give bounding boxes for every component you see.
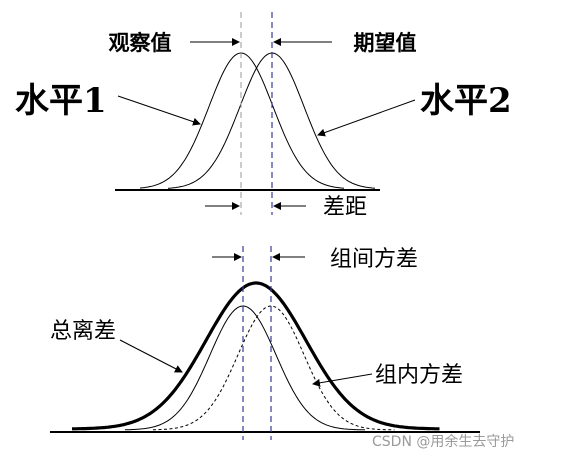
bottom-panel: 组间方差 总离差 组内方差 xyxy=(50,246,480,440)
between-group-label: 组间方差 xyxy=(330,247,418,272)
watermark: CSDN @用余生去守护 xyxy=(372,433,514,450)
within-group-curve-solid xyxy=(125,305,366,431)
level1-label: 水平1 xyxy=(15,81,107,121)
top-panel: 观察值 期望值 水平1 水平2 差距 xyxy=(15,12,512,220)
total-pointer-arrow xyxy=(119,339,183,373)
within-group-curve-dashed xyxy=(153,305,395,431)
gap-label: 差距 xyxy=(323,195,367,220)
total-deviation-label: 总离差 xyxy=(50,319,116,344)
within-group-label: 组内方差 xyxy=(375,363,463,388)
level2-label: 水平2 xyxy=(420,81,512,121)
level2-pointer-arrow xyxy=(317,99,416,137)
expected-label: 期望值 xyxy=(354,31,417,55)
level1-pointer-arrow xyxy=(117,95,201,126)
total-deviation-curve xyxy=(72,281,440,431)
level1-curve xyxy=(139,52,345,189)
observed-label: 观察值 xyxy=(109,31,172,55)
within-pointer-arrow xyxy=(312,373,373,387)
